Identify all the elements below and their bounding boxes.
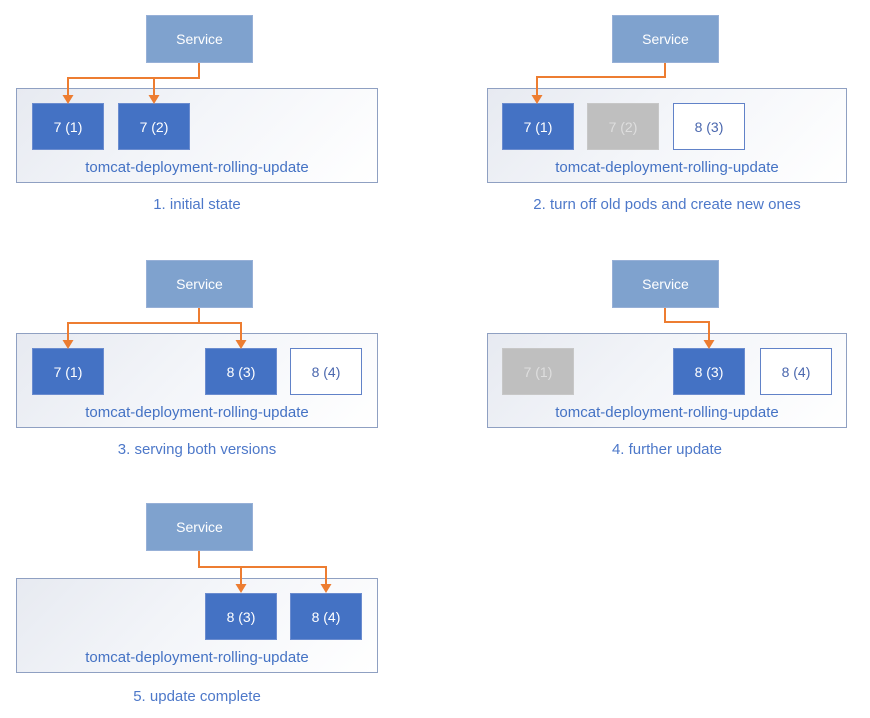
panel-3-serving-both-versions: Service tomcat-deployment-rolling-update… xyxy=(0,245,435,490)
panel-2-turn-off-old-pods: Service tomcat-deployment-rolling-update… xyxy=(435,0,870,245)
pod-8-3: 8 (3) xyxy=(673,348,745,395)
deployment-label: tomcat-deployment-rolling-update xyxy=(85,404,309,421)
pod-8-4: 8 (4) xyxy=(290,348,362,395)
pod-8-4: 8 (4) xyxy=(760,348,832,395)
service-box: Service xyxy=(146,260,253,308)
pod-label: 7 (2) xyxy=(139,118,169,135)
panel-1-initial-state: Service tomcat-deployment-rolling-update… xyxy=(0,0,435,245)
pod-7-1: 7 (1) xyxy=(502,103,574,150)
pod-8-3: 8 (3) xyxy=(673,103,745,150)
service-box: Service xyxy=(612,260,719,308)
pod-label: 8 (4) xyxy=(781,363,811,380)
pod-label: 8 (3) xyxy=(226,608,256,625)
service-box: Service xyxy=(612,15,719,63)
pod-label: 7 (1) xyxy=(523,363,553,380)
service-label: Service xyxy=(642,276,689,292)
pod-7-1: 7 (1) xyxy=(32,103,104,150)
pod-7-2: 7 (2) xyxy=(587,103,659,150)
service-box: Service xyxy=(146,15,253,63)
deployment-label: tomcat-deployment-rolling-update xyxy=(555,404,779,421)
pod-7-1: 7 (1) xyxy=(32,348,104,395)
panel-caption: 2. turn off old pods and create new ones xyxy=(533,196,801,213)
panel-caption: 4. further update xyxy=(611,441,723,458)
pod-8-3: 8 (3) xyxy=(205,348,277,395)
service-label: Service xyxy=(176,276,223,292)
pod-label: 8 (3) xyxy=(694,363,724,380)
deployment-label: tomcat-deployment-rolling-update xyxy=(85,159,309,176)
pod-label: 7 (1) xyxy=(523,118,553,135)
pod-label: 8 (3) xyxy=(694,118,724,135)
pod-7-2: 7 (2) xyxy=(118,103,190,150)
pod-8-3: 8 (3) xyxy=(205,593,277,640)
pod-label: 7 (1) xyxy=(53,118,83,135)
pod-label: 8 (4) xyxy=(311,363,341,380)
deployment-label: tomcat-deployment-rolling-update xyxy=(555,159,779,176)
pod-7-1: 7 (1) xyxy=(502,348,574,395)
deployment-label: tomcat-deployment-rolling-update xyxy=(85,649,309,666)
pod-label: 7 (1) xyxy=(53,363,83,380)
service-label: Service xyxy=(642,31,689,47)
pod-8-4: 8 (4) xyxy=(290,593,362,640)
service-label: Service xyxy=(176,31,223,47)
panel-caption: 5. update complete xyxy=(133,688,261,705)
pod-label: 7 (2) xyxy=(608,118,638,135)
pod-label: 8 (4) xyxy=(311,608,341,625)
panel-caption: 1. initial state xyxy=(153,196,241,213)
service-box: Service xyxy=(146,503,253,551)
panel-caption: 3. serving both versions xyxy=(117,441,277,458)
pod-label: 8 (3) xyxy=(226,363,256,380)
panel-5-update-complete: Service tomcat-deployment-rolling-update… xyxy=(0,488,435,718)
service-label: Service xyxy=(176,519,223,535)
panel-4-further-update: Service tomcat-deployment-rolling-update… xyxy=(435,245,870,490)
